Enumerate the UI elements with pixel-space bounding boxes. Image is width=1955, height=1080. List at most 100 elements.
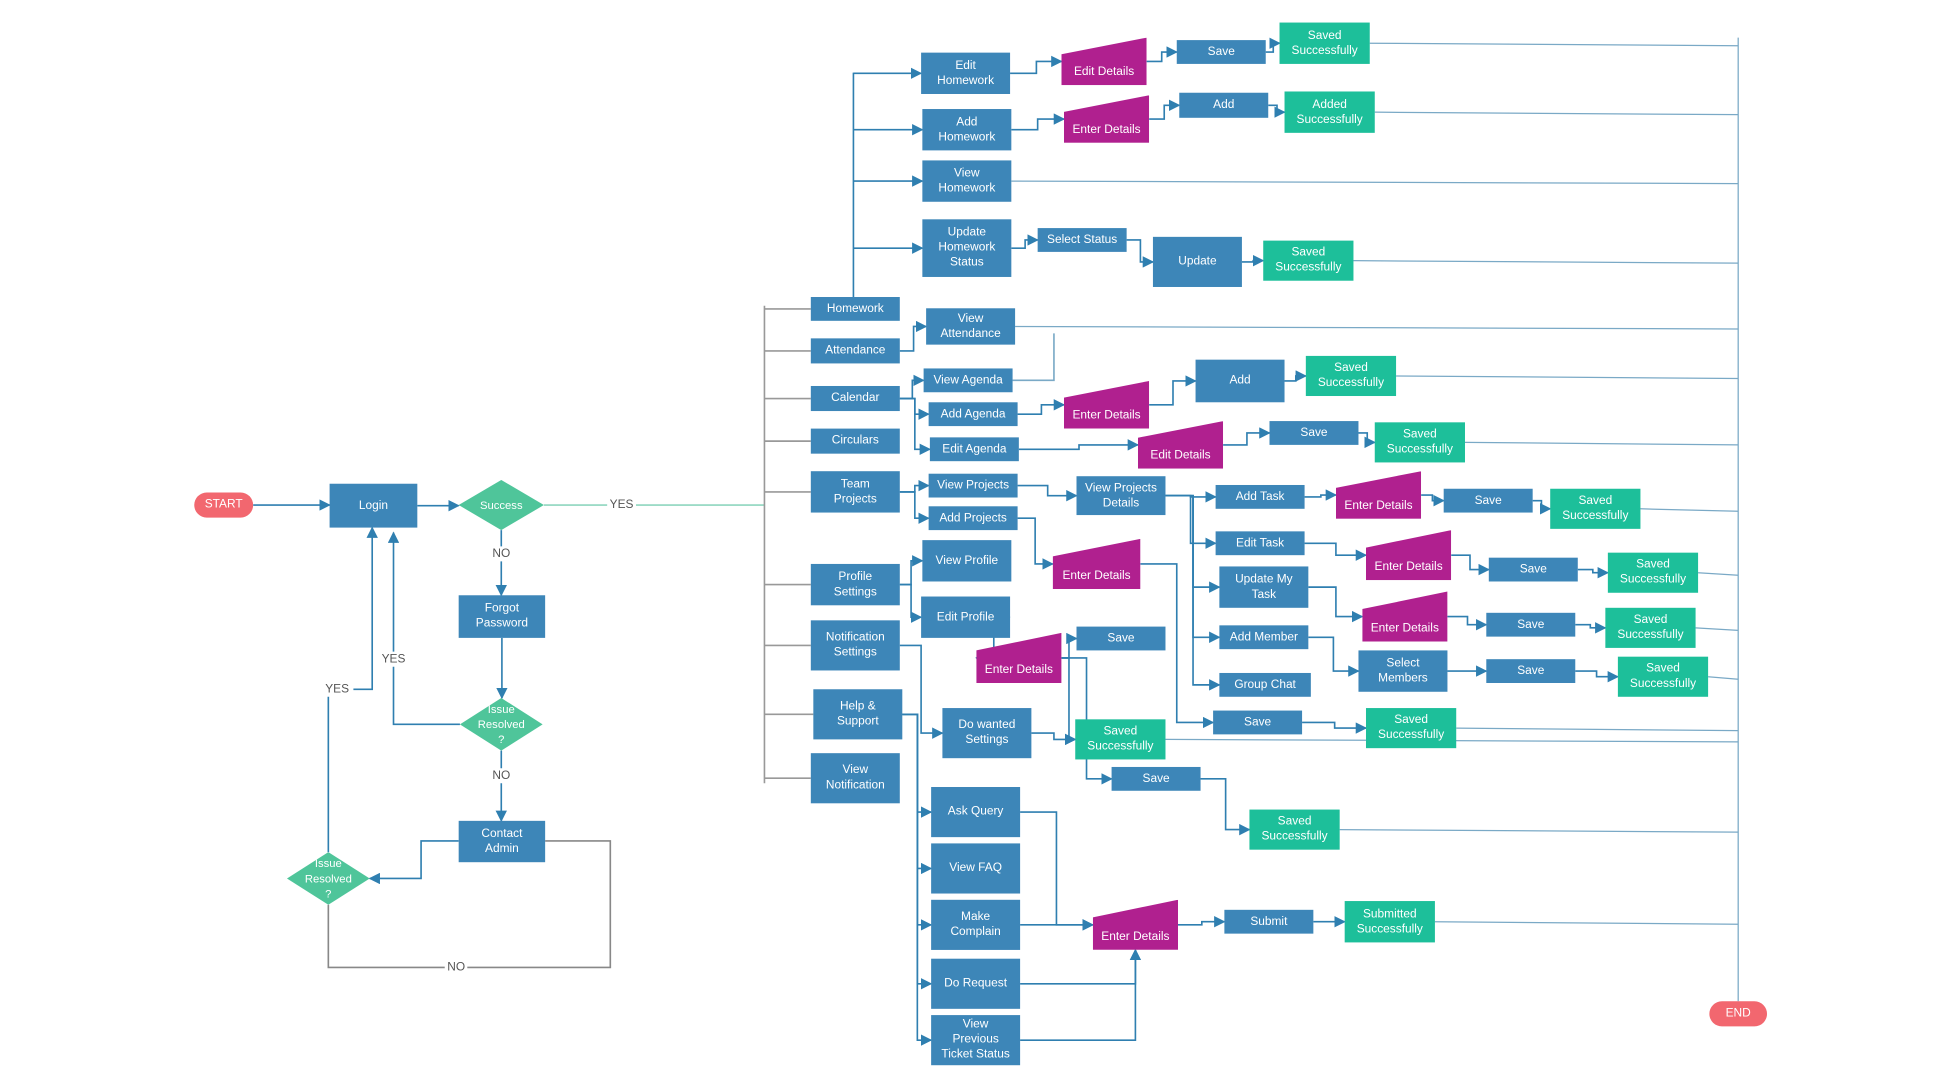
connector-calendar-editag xyxy=(899,397,932,455)
node-viewprof: View Profile xyxy=(922,540,1012,582)
node-addhw: Add Homework xyxy=(922,109,1012,151)
node-addproj: Add Projects xyxy=(928,506,1018,531)
edge-label-yes_success: YES xyxy=(607,498,637,512)
node-save9: Save xyxy=(1111,766,1201,791)
connector-save1-saved1 xyxy=(1265,37,1281,53)
node-profile: Profile Settings xyxy=(810,563,900,606)
node-savedupd: Saved Successfully xyxy=(1263,240,1354,281)
node-vpd: View Projects Details xyxy=(1076,476,1166,516)
connector-en1-add1 xyxy=(1149,99,1181,120)
node-saved6: Saved Successfully xyxy=(1605,607,1696,648)
node-help: Help & Support xyxy=(813,689,903,740)
node-updtask: Update My Task xyxy=(1219,566,1309,608)
connector-selstatus-update xyxy=(1126,239,1155,268)
connector-save6-saved7 xyxy=(1575,670,1620,683)
node-viewhw: View Homework xyxy=(922,160,1012,202)
connector-contact-issue2 xyxy=(368,840,459,885)
node-saved2: Saved Successfully xyxy=(1305,355,1397,397)
connector-save2-saved3 xyxy=(1358,432,1376,449)
node-viewproj: View Projects xyxy=(928,473,1018,498)
connector-en3-save3 xyxy=(1421,494,1445,507)
node-submit: Submit xyxy=(1224,909,1314,934)
connector-addtask-en3 xyxy=(1304,489,1338,501)
node-login: Login xyxy=(329,483,418,528)
node-team: Team Projects xyxy=(810,471,900,513)
connector-viewproj-vpd xyxy=(1017,484,1078,502)
connector-en2-add2 xyxy=(1149,375,1197,406)
end-link-saved6 xyxy=(1695,627,1739,631)
node-homework: Homework xyxy=(810,297,900,321)
edge-label-no_success: NO xyxy=(489,547,513,561)
connector-team-viewproj xyxy=(899,479,930,493)
connector-help-viewprev xyxy=(902,713,933,1046)
node-saved4: Saved Successfully xyxy=(1550,488,1641,529)
connector-en7-save9 xyxy=(1061,657,1113,785)
node-attendance: Attendance xyxy=(810,338,900,364)
node-saved1: Saved Successfully xyxy=(1279,22,1370,64)
connector-save4-saved5 xyxy=(1577,567,1609,579)
node-save5: Save xyxy=(1486,612,1576,637)
node-addag: Add Agenda xyxy=(928,402,1018,427)
node-save3: Save xyxy=(1443,488,1533,513)
connector-en7-save8 xyxy=(1061,632,1078,659)
end-link-submitted xyxy=(1434,921,1739,925)
connector-en6-savep xyxy=(1140,563,1215,729)
connector-askq-en8 xyxy=(1020,811,1094,931)
node-edithw: Edit Homework xyxy=(921,52,1011,94)
node-complain: Make Complain xyxy=(931,899,1021,950)
edge-label-yes_issue1: YES xyxy=(379,652,408,667)
node-submitted: Submitted Successfully xyxy=(1344,901,1435,943)
node-askq: Ask Query xyxy=(931,787,1021,838)
end-link-saved1 xyxy=(1369,42,1739,47)
node-saved3: Saved Successfully xyxy=(1374,422,1465,463)
edge-label-no_issue2: NO xyxy=(444,960,468,975)
node-save8: Save xyxy=(1076,626,1166,651)
node-update: Update xyxy=(1152,236,1242,287)
connector-viewagenda-end xyxy=(1012,333,1055,382)
connector-ed1-save1 xyxy=(1146,46,1178,63)
node-notif: Notification Settings xyxy=(810,620,900,671)
end-link-saved4 xyxy=(1640,508,1739,512)
node-circulars: Circulars xyxy=(810,428,900,454)
connector-addag-en2 xyxy=(1017,399,1066,415)
node-editprof: Edit Profile xyxy=(921,596,1011,638)
node-groupchat: Group Chat xyxy=(1219,672,1311,697)
connector-vpd-edittask xyxy=(1165,494,1217,549)
node-edittask: Edit Task xyxy=(1215,531,1305,556)
node-selmem: Select Members xyxy=(1358,650,1448,692)
node-save2: Save xyxy=(1269,421,1359,445)
end-link-savedp xyxy=(1456,727,1739,732)
connector-updhw-selstatus xyxy=(1011,234,1039,249)
node-dorequest: Do Request xyxy=(931,958,1021,1009)
node-addmem: Add Member xyxy=(1219,625,1309,650)
connector-ed2-save2 xyxy=(1223,427,1271,446)
connector-profile-viewprof xyxy=(899,555,924,586)
connector-edittask-en4 xyxy=(1304,542,1368,561)
connector-edithw-ed1 xyxy=(1010,55,1063,75)
node-viewag: View Agenda xyxy=(923,368,1013,393)
connector-addmem-selmem xyxy=(1308,636,1360,677)
end-link-saved2 xyxy=(1396,375,1739,380)
connector-dowanted-saved8 xyxy=(1031,732,1077,746)
connector-notif-dowanted xyxy=(899,644,944,739)
connector-viewprev-en8 xyxy=(1020,948,1142,1041)
node-added1: Added Successfully xyxy=(1284,91,1375,133)
connector-add1-added1 xyxy=(1268,104,1286,118)
node-addtask: Add Task xyxy=(1215,484,1305,509)
node-add1: Add xyxy=(1179,92,1269,118)
connector-save5-saved6 xyxy=(1575,622,1607,634)
terminal-end: END xyxy=(1709,1001,1768,1027)
node-savedp: Saved Successfully xyxy=(1365,708,1457,749)
connector-en7-saved8 xyxy=(1061,657,1077,746)
node-updhw: Update Homework Status xyxy=(922,219,1012,277)
node-save1: Save xyxy=(1176,40,1266,64)
connector-issue1-yes-login xyxy=(394,533,460,726)
node-editag: Edit Agenda xyxy=(929,437,1019,462)
end-link-saved7 xyxy=(1708,676,1739,680)
end-link-saved3 xyxy=(1464,441,1739,446)
edge-label-no_issue1: NO xyxy=(489,768,513,783)
terminal-start: START xyxy=(194,492,254,518)
node-selstatus: Select Status xyxy=(1037,228,1127,252)
end-link-added1 xyxy=(1374,111,1739,116)
node-save4: Save xyxy=(1488,557,1578,582)
